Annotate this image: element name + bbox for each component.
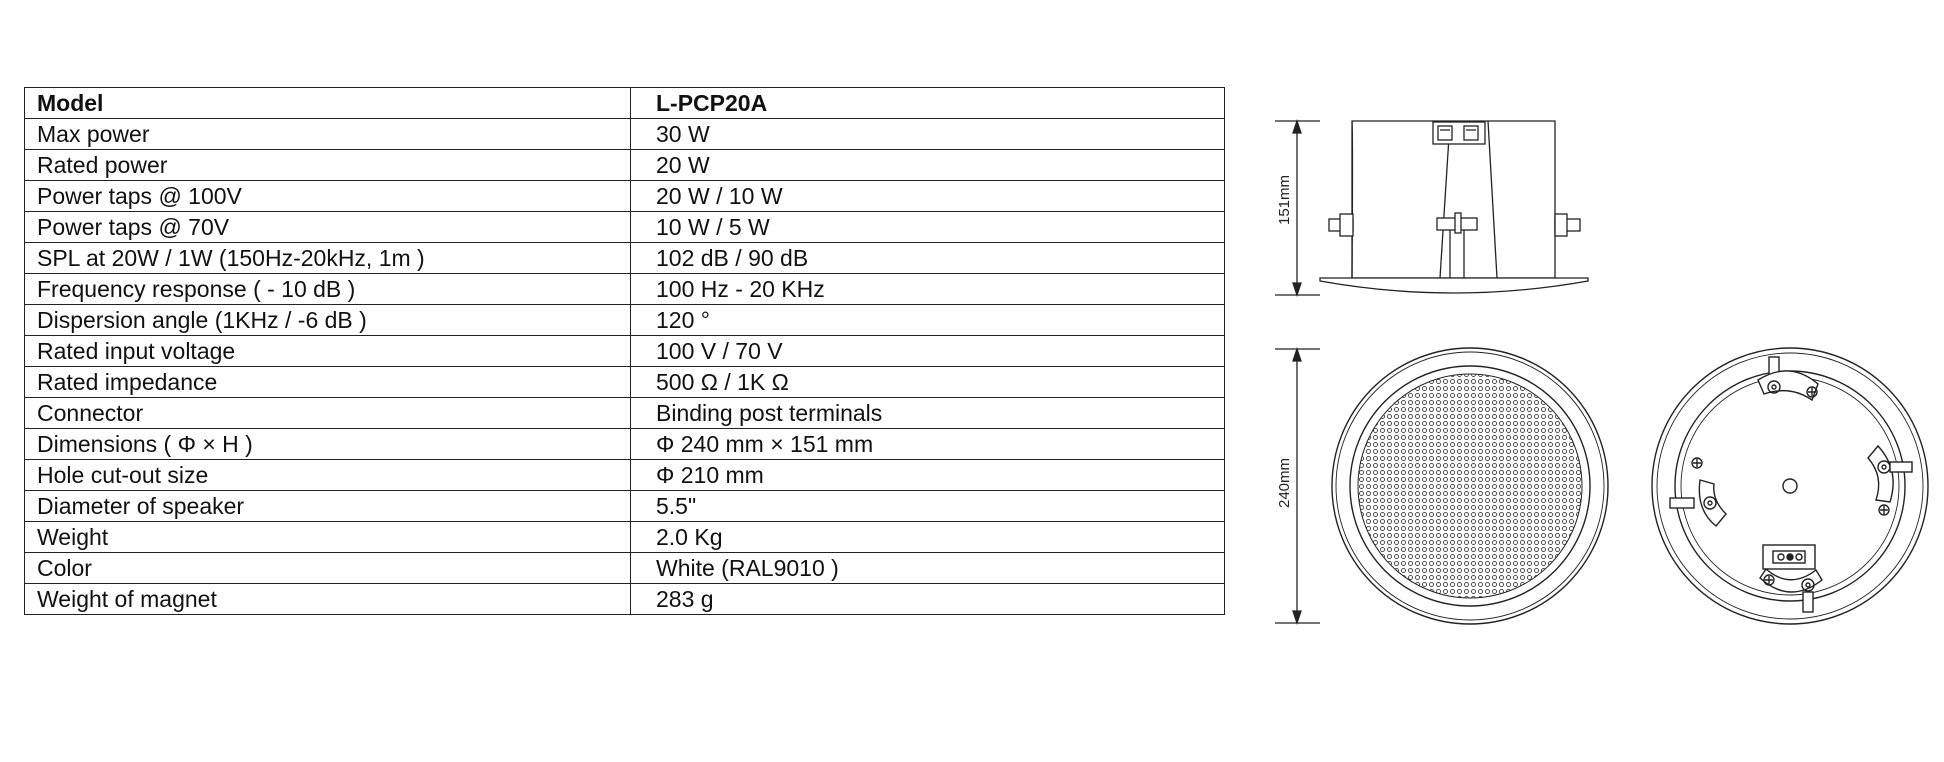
spec-label: Rated input voltage	[24, 335, 631, 367]
left-clip	[1669, 457, 1727, 527]
model-value: L-PCP20A	[630, 87, 1225, 119]
speaker-front-view	[1331, 347, 1609, 625]
right-clip	[1867, 444, 1913, 516]
spec-label: SPL at 20W / 1W (150Hz-20kHz, 1m )	[24, 242, 631, 274]
spec-label: Connector	[24, 397, 631, 429]
spec-label: Diameter of speaker	[24, 490, 631, 522]
speaker-rear-view	[1651, 347, 1929, 625]
spec-row: Dispersion angle (1KHz / -6 dB )120 °	[24, 304, 1225, 336]
spec-value: Φ 240 mm × 151 mm	[630, 428, 1225, 460]
height-dimension	[1275, 118, 1320, 298]
spec-value: 500 Ω / 1K Ω	[630, 366, 1225, 398]
spec-label: Hole cut-out size	[24, 459, 631, 491]
spec-row: Frequency response ( - 10 dB )100 Hz - 2…	[24, 273, 1225, 305]
spec-label: Dispersion angle (1KHz / -6 dB )	[24, 304, 631, 336]
spec-label: Weight of magnet	[24, 583, 631, 615]
speaker-side-view	[1319, 120, 1589, 294]
bottom-clip	[1759, 544, 1823, 613]
spec-value: 20 W	[630, 149, 1225, 181]
diameter-dimension-label: 240mm	[1276, 458, 1293, 508]
spec-value: 283 g	[630, 583, 1225, 615]
spec-row: SPL at 20W / 1W (150Hz-20kHz, 1m )102 dB…	[24, 242, 1225, 274]
spec-row: Dimensions ( Φ × H )Φ 240 mm × 151 mm	[24, 428, 1225, 460]
spec-value: 10 W / 5 W	[630, 211, 1225, 243]
spec-label: Max power	[24, 118, 631, 150]
spec-label: Weight	[24, 521, 631, 553]
spec-value: 100 V / 70 V	[630, 335, 1225, 367]
diameter-dimension	[1275, 346, 1320, 626]
top-clip	[1757, 356, 1819, 402]
spec-value: Binding post terminals	[630, 397, 1225, 429]
spec-label: Dimensions ( Φ × H )	[24, 428, 631, 460]
spec-value: 102 dB / 90 dB	[630, 242, 1225, 274]
spec-value: White (RAL9010 )	[630, 552, 1225, 584]
table-header-row: Model L-PCP20A	[24, 87, 1225, 119]
height-dimension-label: 151mm	[1276, 175, 1293, 225]
model-label: Model	[24, 87, 631, 119]
